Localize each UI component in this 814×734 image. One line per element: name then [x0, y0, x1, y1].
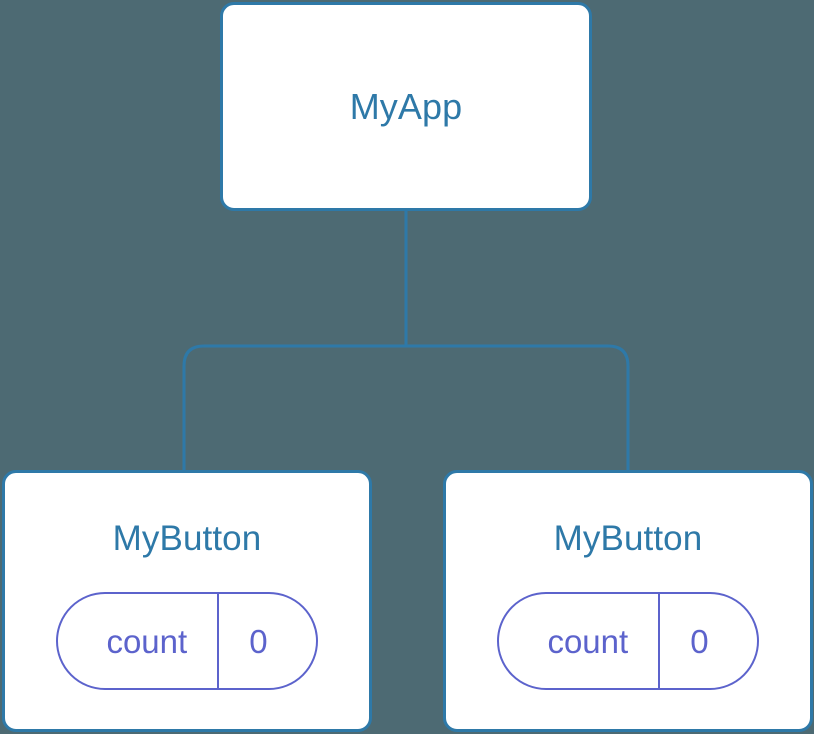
state-pill-2-divider [658, 594, 661, 688]
node-mybutton-1[interactable]: MyButton count 0 [2, 470, 372, 732]
node-myapp-label: MyApp [349, 85, 463, 127]
state-pill-2-key: count [547, 622, 629, 660]
connector-branch [182, 344, 630, 472]
state-pill-2-value: 0 [690, 622, 709, 660]
node-myapp[interactable]: MyApp [220, 2, 592, 211]
state-pill-1-key: count [106, 622, 188, 660]
state-pill-1[interactable]: count 0 [56, 592, 318, 690]
node-mybutton-2[interactable]: MyButton count 0 [443, 470, 813, 732]
node-mybutton-2-label: MyButton [553, 519, 703, 558]
state-pill-1-divider [217, 594, 220, 688]
node-mybutton-1-label: MyButton [112, 519, 262, 558]
state-pill-1-value: 0 [249, 622, 268, 660]
state-pill-2[interactable]: count 0 [497, 592, 759, 690]
